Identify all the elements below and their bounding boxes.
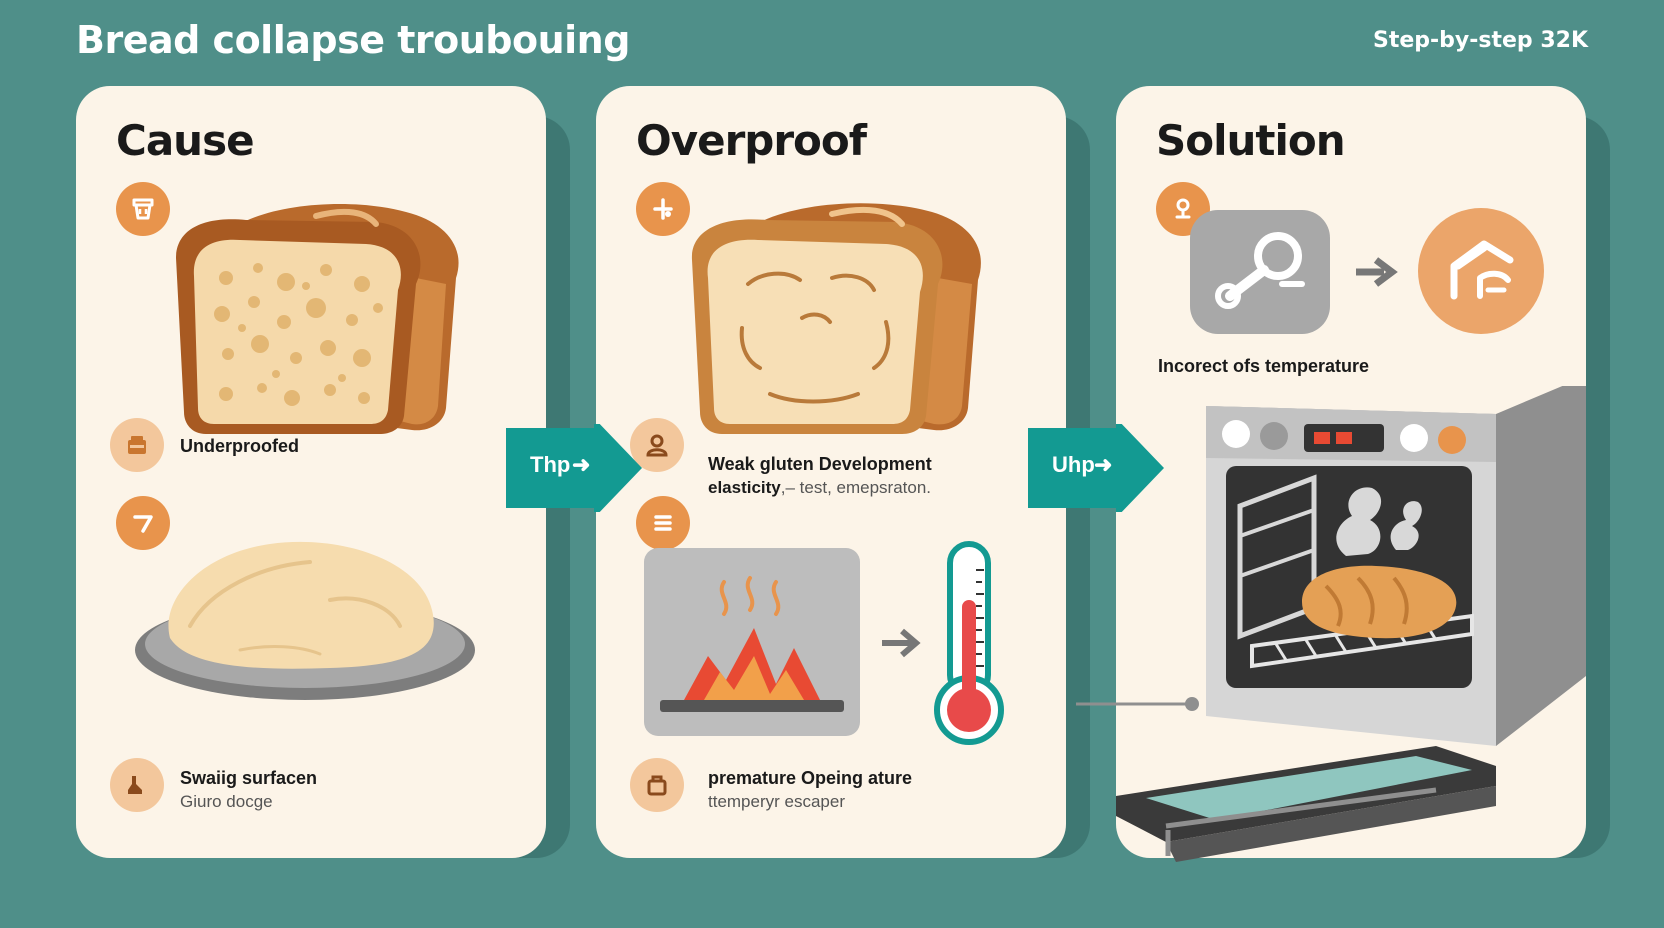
pointer-line (1076, 697, 1199, 711)
opening-label: premature Opeing ature (708, 768, 913, 788)
card-heading: Solution (1156, 116, 1346, 165)
gluten-sublabel: elasticity,– test, emepsraton. (708, 478, 931, 498)
underproofed-label: Underproofed (180, 436, 299, 456)
overproof-card: Overproof Weak gluten Development elasti… (596, 86, 1066, 858)
card-heading: Cause (116, 116, 255, 165)
mixer-icon (110, 418, 164, 472)
flat-dough-illustration (135, 541, 475, 700)
page-title: Bread collapse troubouing (76, 18, 630, 62)
oven-illustration (1116, 386, 1586, 862)
arrow-glyph: ➜ (572, 452, 591, 477)
opening-sublabel: ttemperyr escaper (708, 792, 845, 811)
gluten-label: Weak gluten Development (708, 454, 932, 474)
oven-setting-tile (1418, 208, 1544, 334)
connector-arrow-1: Thp➜ (506, 424, 644, 512)
list-icon (636, 496, 690, 550)
arrow-glyph: ➜ (1094, 452, 1113, 477)
gluten-sublabel-rest: ,– test, emepsraton. (780, 478, 932, 497)
add-yeast-icon (636, 182, 690, 236)
home-temperature-icon (1450, 240, 1514, 300)
teal-arrow-shape (506, 424, 642, 512)
dough-fold-icon (116, 496, 170, 550)
teal-arrow-shape (1028, 424, 1164, 512)
arrow-right-icon (1356, 257, 1398, 287)
cause-card: Cause Underproofed Swaiig su (76, 86, 546, 858)
dough-scraper-icon (110, 758, 164, 812)
elasticity-text: elasticity (708, 478, 781, 497)
gluten-test-icon (630, 418, 684, 472)
underproofed-bread-illustration (176, 203, 459, 434)
surface-label: Swaiig surfacen (180, 768, 318, 788)
solution-label: Incorect ofs temperature (1158, 356, 1370, 376)
wrench-icon (1215, 232, 1305, 309)
page-subtitle: Step-by-step 32K (1373, 28, 1588, 53)
surface-sublabel: Giuro docge (180, 792, 273, 811)
arrow-right-icon (882, 628, 921, 658)
solution-card: Solution Incorect ofs temperature (1076, 86, 1586, 862)
connector-label: Thp (530, 452, 571, 477)
oven-flame-illustration (644, 548, 860, 736)
overproofed-bread-illustration (691, 203, 981, 434)
thermometer-icon (934, 541, 1004, 745)
card-heading: Overproof (636, 116, 867, 165)
flour-sifter-icon (116, 182, 170, 236)
thermostat-icon (1156, 182, 1210, 236)
connector-arrow-2: Uhp➜ (1028, 424, 1166, 512)
oven-door-icon (630, 758, 684, 812)
adjust-tool-tile (1190, 210, 1330, 334)
connector-label: Uhp (1052, 452, 1095, 477)
